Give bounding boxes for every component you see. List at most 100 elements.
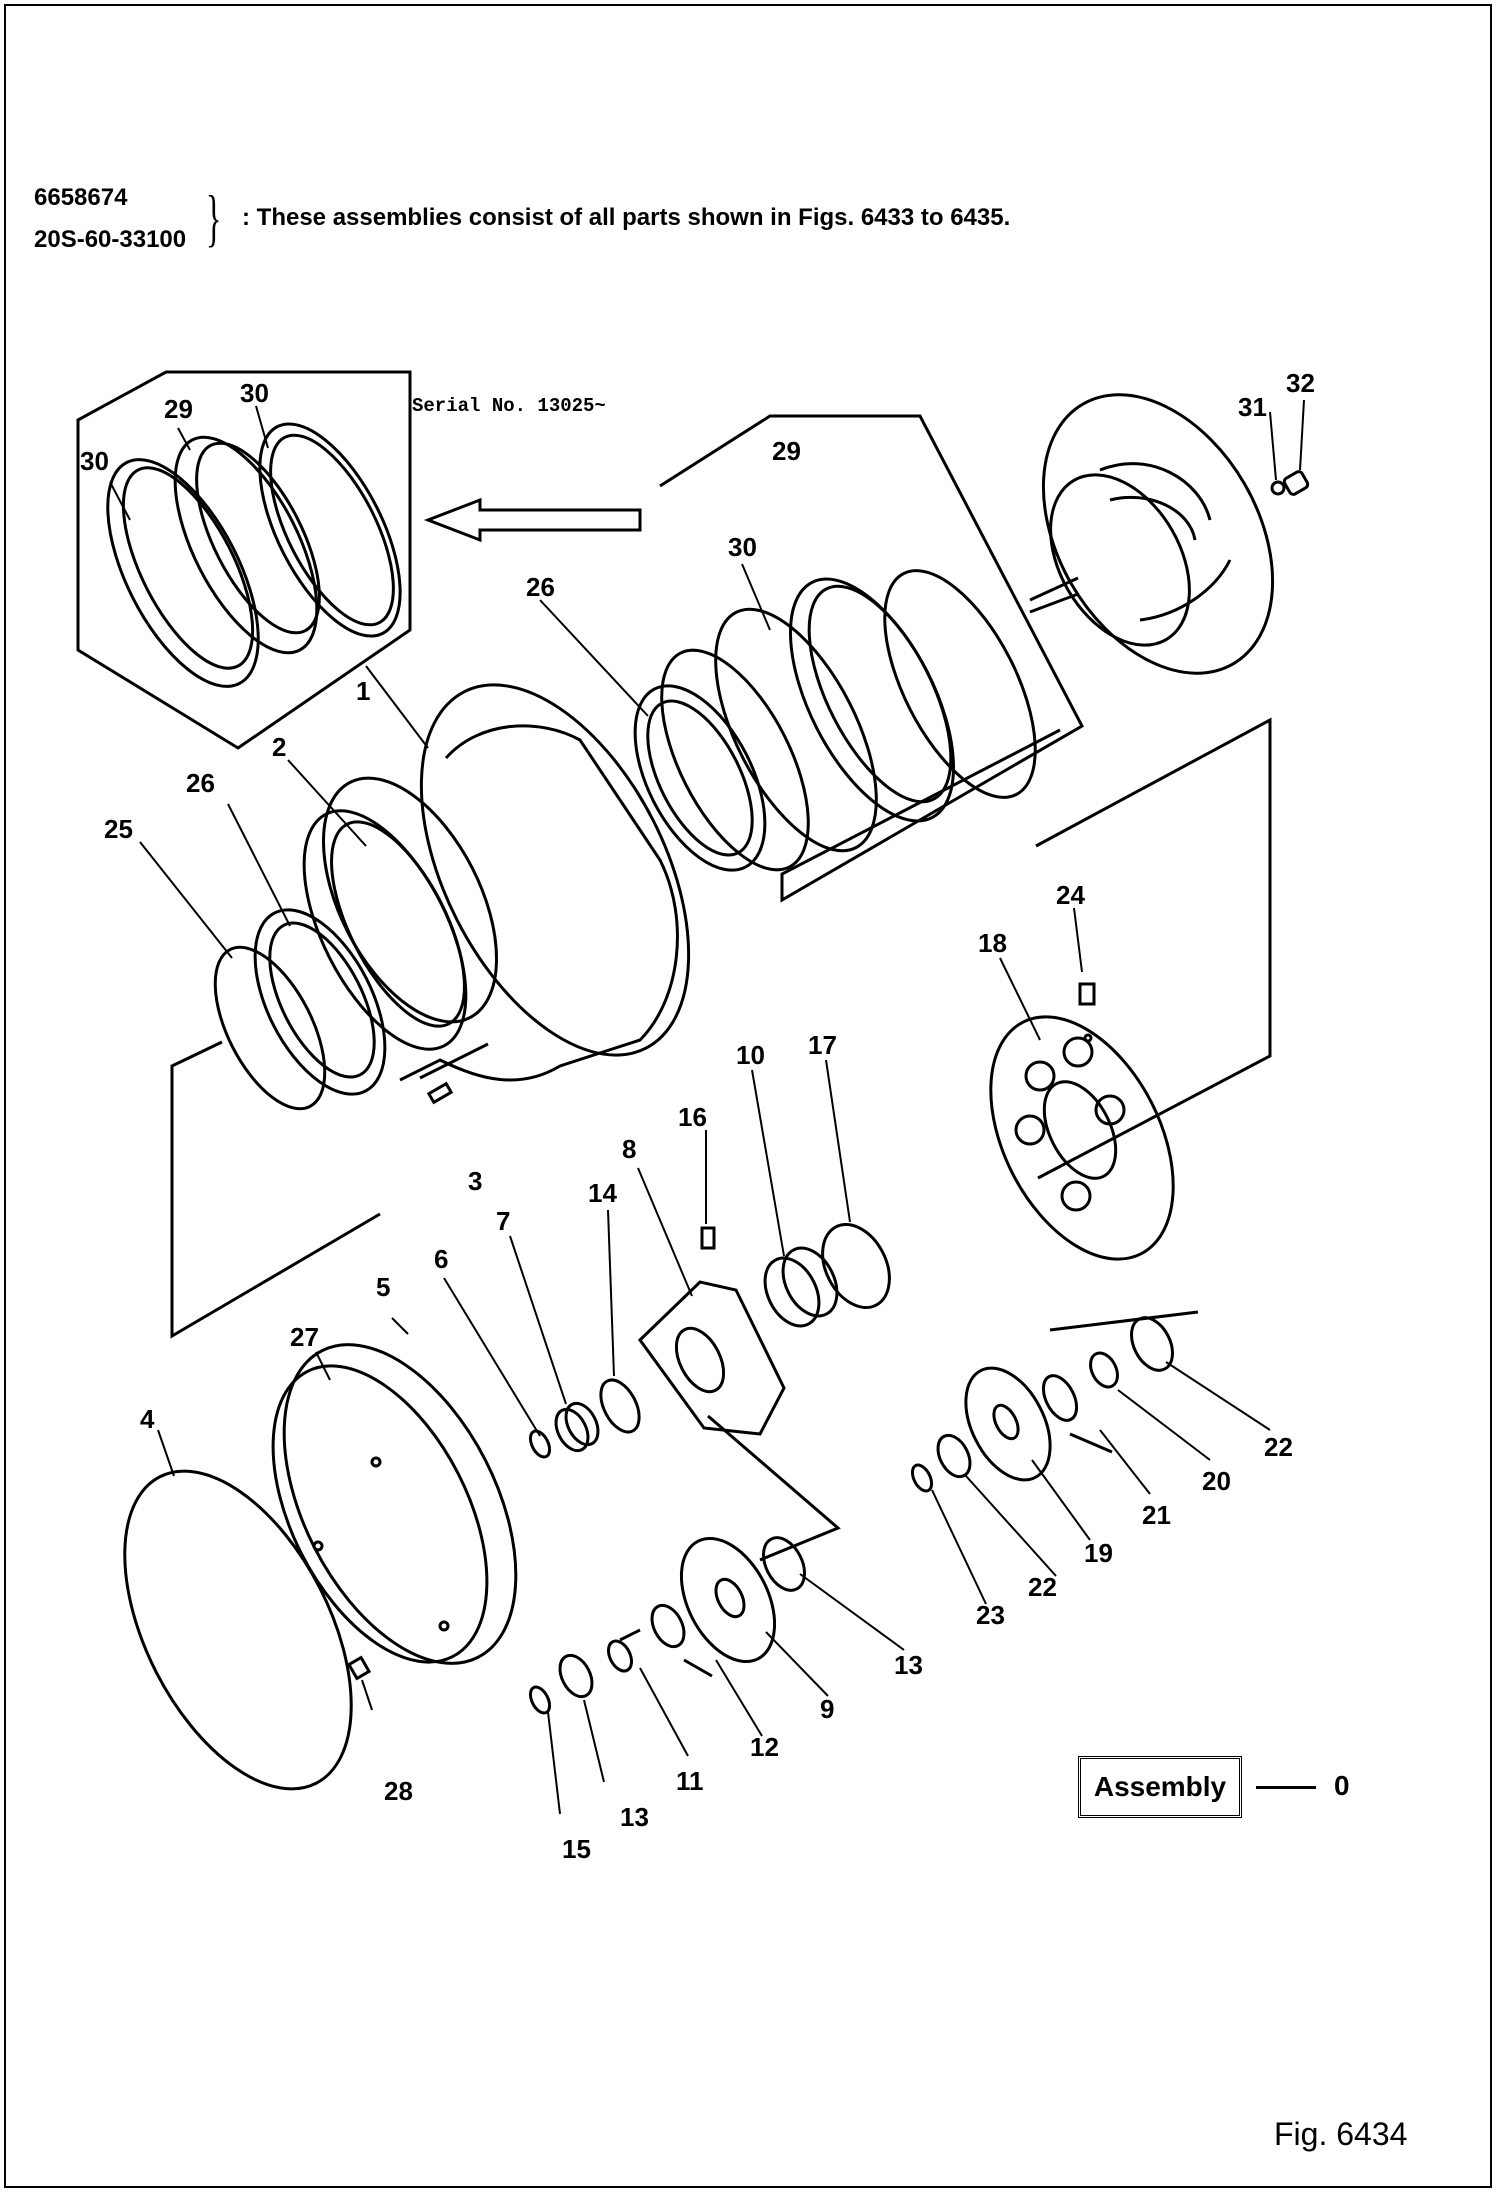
group-bracket-left: [170, 1040, 381, 1339]
washer-6: [528, 1429, 552, 1459]
thrust-washer-17: [821, 1222, 891, 1310]
callout-19: 19: [1084, 1538, 1113, 1568]
seal-ring-outer: [660, 648, 810, 872]
callout-32: 32: [1286, 368, 1315, 398]
seal-ring-30-upper: [714, 607, 878, 853]
carrier-8-bore: [674, 1326, 726, 1394]
carrier-18-bore: [1042, 1080, 1118, 1180]
callout-13-right: 13: [894, 1650, 923, 1680]
leader-hub: [419, 1042, 489, 1080]
callout-27: 27: [290, 1322, 319, 1352]
callout-18: 18: [978, 928, 1007, 958]
motor-ribs: [1099, 462, 1232, 622]
callout-6: 6: [434, 1244, 448, 1274]
callout-21: 21: [1142, 1500, 1171, 1530]
o-ring-25: [213, 945, 327, 1111]
carrier-hole-4: [1094, 1094, 1126, 1126]
carrier-hole-1: [1024, 1060, 1056, 1092]
gear-7: [554, 1407, 590, 1453]
cover-hole-1: [370, 1456, 382, 1468]
callout-1: 1: [356, 676, 370, 706]
callout-9: 9: [820, 1694, 834, 1724]
planet-gear-9-bore: [714, 1577, 746, 1619]
seal-ring-detail-30-right-inner: [269, 433, 395, 627]
callout-30-inset-left: 30: [80, 446, 109, 476]
hub-flange: [419, 683, 691, 1057]
seal-ring-detail-30-left: [106, 458, 260, 688]
sun-gear-10-b: [781, 1246, 839, 1318]
callout-29-upper: 29: [772, 436, 801, 466]
seal-ring-detail-29: [173, 435, 319, 655]
gear-7-b: [564, 1401, 600, 1447]
snap-ring-4: [123, 1469, 353, 1791]
callout-29-inset: 29: [164, 394, 193, 424]
part-32-plug: [1282, 470, 1310, 496]
callout-16: 16: [678, 1102, 707, 1132]
callout-13-left: 13: [620, 1802, 649, 1832]
callout-25: 25: [104, 814, 133, 844]
washer-22-left: [936, 1433, 972, 1479]
callout-10: 10: [736, 1040, 765, 1070]
floating-seal-26-lower: [253, 908, 387, 1096]
floating-seal-26-upper-inner: [646, 699, 754, 857]
group-bracket-upper: [659, 414, 1084, 903]
figure-label: Fig. 6434: [1274, 2116, 1408, 2152]
bearing-12-leader: [683, 1658, 713, 1678]
pointer-arrow: [423, 497, 642, 543]
cover-5: [282, 1343, 518, 1665]
group-bracket-right: [1035, 717, 1272, 1180]
group-bracket-middle: [707, 1414, 841, 1562]
assembly-code: 0: [1334, 1770, 1350, 1801]
callout-7: 7: [496, 1206, 510, 1236]
detail-inset-frame: [76, 370, 412, 750]
motor-flange: [1041, 393, 1275, 675]
callout-26-lower: 26: [186, 768, 215, 798]
snap-ring-15: [528, 1685, 552, 1715]
part-31-washer: [1270, 480, 1286, 496]
callout-28: 28: [384, 1776, 413, 1806]
callout-11: 11: [676, 1766, 704, 1796]
dowel-pin-3: [426, 1081, 454, 1105]
set-screw-24: [1078, 982, 1096, 1006]
page-frame: [4, 4, 1492, 2188]
callout-31: 31: [1238, 392, 1267, 422]
washer-13-left: [558, 1653, 594, 1699]
callout-30-upper: 30: [728, 532, 757, 562]
planet-gear-19: [964, 1366, 1052, 1482]
callout-23: 23: [976, 1600, 1005, 1630]
brace: }: [206, 182, 222, 253]
floating-seal-26-lower-inner: [268, 921, 376, 1079]
callout-12: 12: [750, 1732, 779, 1762]
callout-2: 2: [272, 732, 286, 762]
callout-8: 8: [622, 1134, 636, 1164]
seal-ring-detail-30-right: [258, 422, 402, 638]
seal-ring-detail-30-left-inner: [121, 466, 255, 670]
assembly-box: Assembly: [1078, 1756, 1242, 1818]
part-number-1: 6658674: [34, 184, 128, 211]
carrier-hole-2: [1062, 1036, 1094, 1068]
snap-ring-23: [910, 1463, 934, 1493]
planet-gear-19-bore: [992, 1403, 1020, 1441]
callout-30-inset-right: 30: [240, 378, 269, 408]
sun-gear-10: [763, 1256, 821, 1328]
seal-ring-29-upper-inner: [807, 584, 953, 804]
motor-flange-inner: [1049, 473, 1191, 647]
shaft-11-body-top: [619, 1628, 641, 1642]
callout-4: 4: [140, 1404, 155, 1434]
cover-27: [271, 1364, 489, 1664]
snap-ring-14: [599, 1378, 641, 1434]
leader-lines: [109, 399, 1305, 1815]
carrier-18: [989, 1015, 1175, 1261]
motor-shaft: [1029, 576, 1079, 614]
callout-3: 3: [468, 1166, 482, 1196]
callout-22-right: 22: [1264, 1432, 1293, 1462]
part-number-2: 20S-60-33100: [34, 226, 187, 253]
bearing-21-leader: [1069, 1432, 1113, 1454]
carrier-dot: [1083, 1033, 1093, 1043]
callout-14: 14: [588, 1178, 617, 1208]
seal-ring-detail-29-inner: [195, 441, 321, 635]
header-note: : These assemblies consist of all parts …: [242, 204, 1011, 231]
assembly-connector: [1256, 1786, 1316, 1789]
group-bracket-lower-right: [1049, 1310, 1199, 1332]
